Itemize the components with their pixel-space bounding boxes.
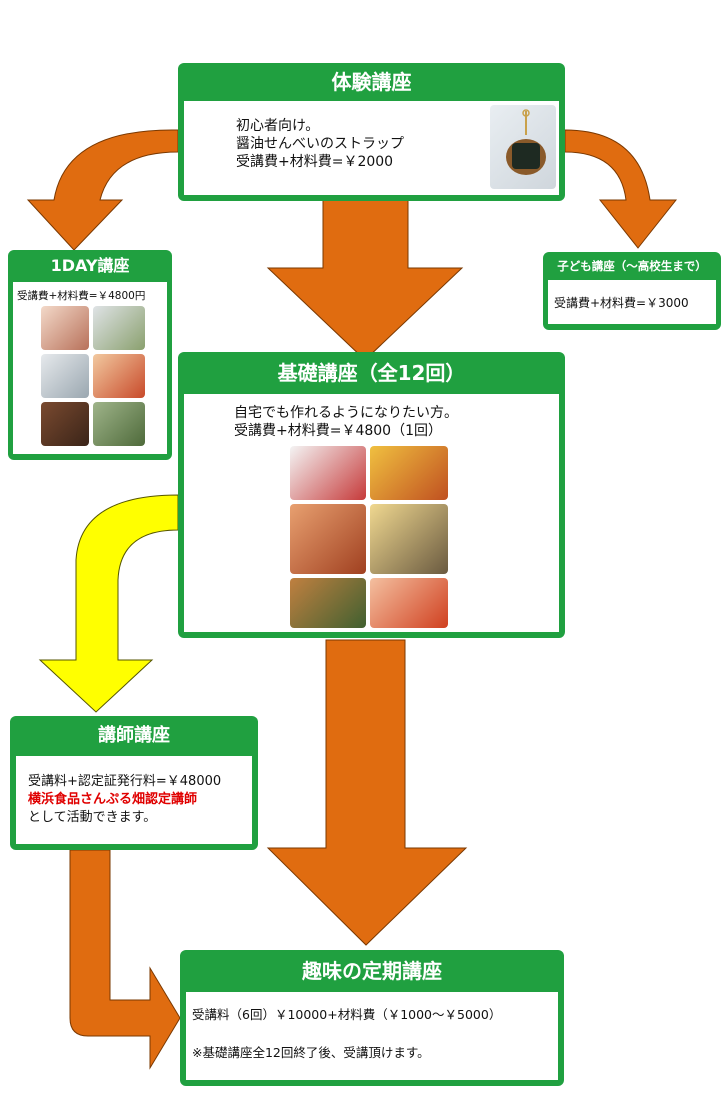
- koshi-course-box: 講師講座 受講料+認定証発行料=￥48000 横浜食品さんぷる畑認定講師 として…: [10, 716, 258, 850]
- oneday-photo-3: [41, 354, 89, 398]
- kiso-photo-3: [290, 504, 366, 574]
- oneday-title: 1DAY講座: [50, 256, 130, 275]
- taiken-line-1: 初心者向け。: [236, 118, 320, 134]
- koshi-highlight: 横浜食品さんぷる畑認定講師: [28, 792, 198, 807]
- senbei-strap-icon: [506, 109, 546, 175]
- shumi-content: 受講料（6回）￥10000+材料費（￥1000～￥5000） ※基礎講座全12回…: [186, 992, 558, 1080]
- kodomo-content: 受講費+材料費=￥3000: [548, 280, 716, 324]
- kiso-photo-5: [290, 578, 366, 628]
- kiso-title: 基礎講座（全12回）: [277, 361, 466, 385]
- senbei-strap-photo: [490, 105, 556, 189]
- kiso-photo-4: [370, 504, 448, 574]
- oneday-content: 受講費+材料費=￥4800円: [13, 282, 167, 454]
- kodomo-price: 受講費+材料費=￥3000: [554, 296, 689, 310]
- oneday-photo-6: [93, 402, 145, 446]
- arrow-taiken-to-oneday: [26, 129, 179, 251]
- kodomo-title: 子ども講座（～高校生まで）: [557, 259, 707, 273]
- kiso-line-2: 受講費+材料費=￥4800（1回）: [234, 423, 442, 439]
- taiken-line-3: 受講費+材料費=￥2000: [236, 154, 394, 170]
- oneday-course-box: 1DAY講座 受講費+材料費=￥4800円: [8, 250, 172, 460]
- shumi-line-1: 受講料（6回）￥10000+材料費（￥1000～￥5000）: [192, 1007, 502, 1022]
- shumi-line-2: ※基礎講座全12回終了後、受講頂けます。: [192, 1045, 430, 1060]
- taiken-title: 体験講座: [331, 70, 412, 94]
- kiso-line-1: 自宅でも作れるようになりたい方。: [234, 405, 458, 421]
- koshi-line-3: として活動できます。: [28, 810, 157, 825]
- kiso-course-box: 基礎講座（全12回） 自宅でも作れるようになりたい方。 受講費+材料費=￥480…: [178, 352, 565, 638]
- oneday-photo-2: [93, 306, 145, 350]
- kiso-photo-1: [290, 446, 366, 500]
- koshi-line-1: 受講料+認定証発行料=￥48000: [28, 774, 222, 789]
- kiso-photo-6: [370, 578, 448, 628]
- arrow-taiken-to-kiso: [266, 199, 464, 361]
- kiso-photo-2: [370, 446, 448, 500]
- shumi-course-box: 趣味の定期講座 受講料（6回）￥10000+材料費（￥1000～￥5000） ※…: [180, 950, 564, 1086]
- oneday-photo-4: [93, 354, 145, 398]
- arrow-kiso-to-koshi: [38, 494, 179, 713]
- koshi-content: 受講料+認定証発行料=￥48000 横浜食品さんぷる畑認定講師 として活動できま…: [16, 756, 252, 844]
- taiken-course-box: 体験講座 初心者向け。 醤油せんべいのストラップ 受講費+材料費=￥2000: [178, 63, 565, 201]
- oneday-price: 受講費+材料費=￥4800円: [17, 290, 146, 302]
- taiken-line-2: 醤油せんべいのストラップ: [236, 136, 404, 152]
- oneday-photo-1: [41, 306, 89, 350]
- arrow-kiso-to-shumi: [266, 639, 468, 946]
- oneday-photo-5: [41, 402, 89, 446]
- taiken-content: 初心者向け。 醤油せんべいのストラップ 受講費+材料費=￥2000: [184, 101, 559, 195]
- shumi-title: 趣味の定期講座: [302, 959, 442, 983]
- kiso-content: 自宅でも作れるようになりたい方。 受講費+材料費=￥4800（1回）: [184, 394, 559, 632]
- kodomo-course-box: 子ども講座（～高校生まで） 受講費+材料費=￥3000: [543, 252, 721, 330]
- arrow-koshi-to-shumi: [69, 849, 181, 1070]
- koshi-title: 講師講座: [98, 725, 170, 746]
- arrow-taiken-to-kodomo: [564, 129, 678, 249]
